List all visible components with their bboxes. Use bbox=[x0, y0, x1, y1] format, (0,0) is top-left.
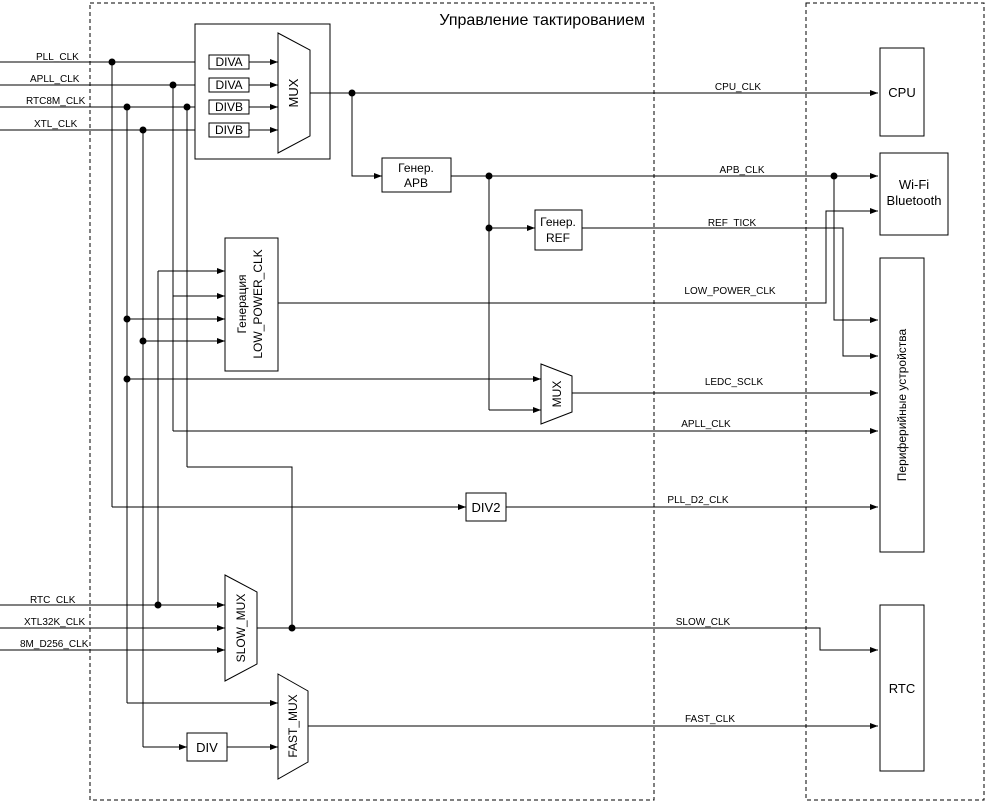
fast-mux bbox=[277, 673, 309, 780]
ledc-mux bbox=[540, 363, 573, 425]
junction-dot bbox=[123, 375, 131, 383]
input-label-xtl32k-clk: XTL32K_CLK bbox=[24, 617, 85, 628]
diva-label-2: DIVA bbox=[215, 78, 242, 92]
apb-gen-label-line2: APB bbox=[404, 176, 428, 190]
slow-clk-feedback bbox=[187, 466, 293, 628]
ledc-mux-label: MUX bbox=[550, 381, 564, 408]
ref-tick-label: REF_TICK bbox=[708, 218, 757, 229]
junction-dot bbox=[139, 337, 147, 345]
input-label-8m-d256-clk: 8M_D256_CLK bbox=[20, 639, 89, 650]
junction-dot bbox=[154, 601, 162, 609]
divb-label-2: DIVB bbox=[215, 123, 243, 137]
pll-d2-clk-label: PLL_D2_CLK bbox=[667, 495, 728, 506]
rtc-label: RTC bbox=[889, 681, 915, 696]
apb-clk-label: APB_CLK bbox=[719, 165, 764, 176]
apb-generator-block bbox=[381, 157, 452, 193]
slow-clk-wire bbox=[257, 627, 878, 653]
apll-clk-out-label: APLL_CLK bbox=[681, 419, 731, 430]
low-power-clk-wire bbox=[278, 208, 878, 304]
main-mux bbox=[277, 32, 311, 154]
input-label-rtc-clk: RTC_CLK bbox=[30, 595, 76, 606]
div-block bbox=[186, 732, 228, 762]
apb-gen-label-line1: Генер. bbox=[398, 161, 434, 175]
apb-clk-to-peripherals bbox=[833, 176, 878, 323]
junction-dot bbox=[123, 315, 131, 323]
input-label-pll-clk: PLL_CLK bbox=[36, 52, 79, 63]
rtc-block bbox=[879, 604, 925, 772]
low-power-generator-block bbox=[224, 237, 279, 372]
ref-gen-label-line1: Генер. bbox=[540, 215, 576, 229]
cpu-clk-to-apb-gen bbox=[351, 93, 382, 179]
main-mux-label: MUX bbox=[286, 78, 301, 107]
slow-clk-label: SLOW_CLK bbox=[676, 617, 731, 628]
ref-generator-block bbox=[534, 209, 583, 251]
peripherals-label: Периферийные устройства bbox=[895, 328, 909, 481]
div2-block bbox=[465, 492, 507, 522]
low-power-clk-label: LOW_POWER_CLK bbox=[684, 286, 775, 297]
ref-gen-label-line2: REF bbox=[546, 231, 570, 245]
clock-control-region bbox=[89, 2, 655, 801]
wifi-bt-label-line1: Wi-Fi bbox=[899, 177, 929, 192]
fast-clk-label: FAST_CLK bbox=[685, 714, 735, 725]
consumers-region bbox=[805, 2, 985, 801]
input-label-xtl-clk: XTL_CLK bbox=[34, 119, 78, 130]
junction-dot bbox=[108, 58, 116, 66]
junction-dot bbox=[169, 81, 177, 89]
div-label: DIV bbox=[196, 740, 218, 755]
divb-label-1: DIVB bbox=[215, 100, 243, 114]
input-label-apll-clk: APLL_CLK bbox=[30, 74, 80, 85]
low-power-gen-label-line2: LOW_POWER_CLK bbox=[251, 249, 265, 358]
junction-dot bbox=[123, 103, 131, 111]
diva-label-1: DIVA bbox=[215, 55, 242, 69]
input-label-rtc8m-clk: RTC8M_CLK bbox=[26, 96, 86, 107]
peripherals-block bbox=[879, 257, 925, 553]
wifi-bluetooth-block bbox=[879, 152, 949, 236]
slow-mux bbox=[224, 574, 258, 682]
ref-tick-wire bbox=[582, 227, 878, 359]
junction-dot bbox=[183, 103, 191, 111]
div2-label: DIV2 bbox=[472, 500, 501, 515]
cpu-block bbox=[879, 47, 925, 137]
junction-dot bbox=[139, 126, 147, 134]
cpu-clk-label: CPU_CLK bbox=[715, 82, 761, 93]
slow-mux-label: SLOW_MUX bbox=[234, 594, 248, 663]
ledc-sclk-label: LEDC_SCLK bbox=[705, 377, 764, 388]
cpu-label: CPU bbox=[888, 85, 915, 100]
clock-control-title: Управление тактированием bbox=[439, 12, 645, 29]
low-power-gen-label-line1: Генерация bbox=[235, 274, 249, 333]
wifi-bt-label-line2: Bluetooth bbox=[887, 193, 942, 208]
fast-mux-label: FAST_MUX bbox=[286, 694, 300, 757]
